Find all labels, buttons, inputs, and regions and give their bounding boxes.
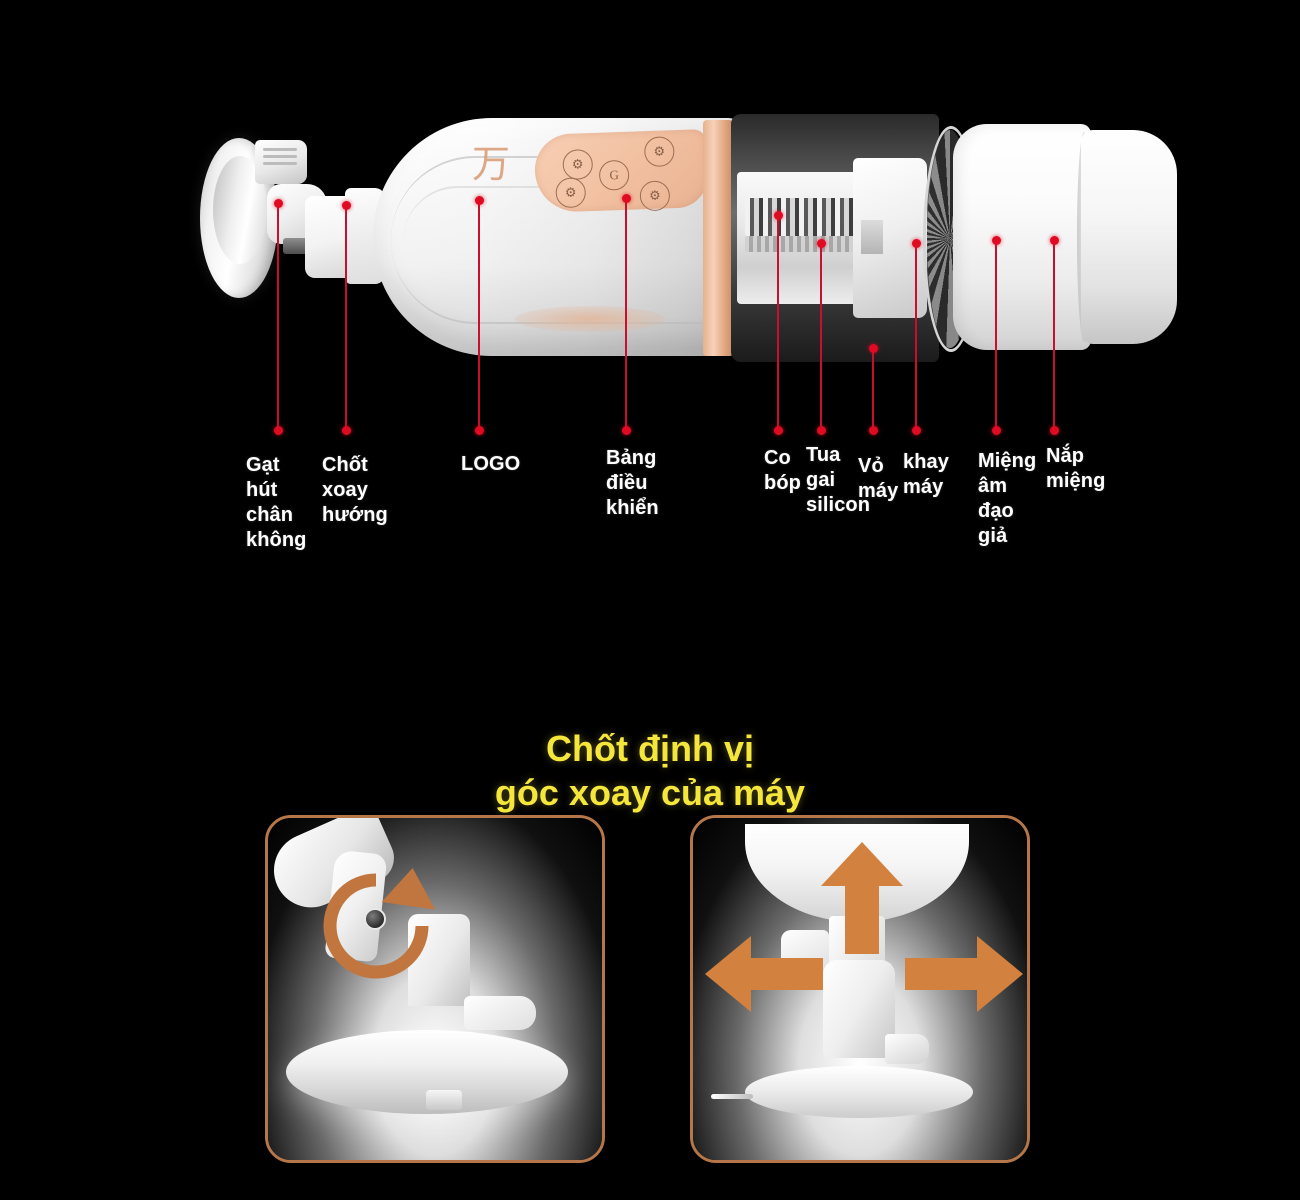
callout-label-chot-xoay-huong: Chốt xoay hướng: [322, 454, 388, 526]
leader-line-mieng-am-dao-gia: [995, 240, 997, 430]
callout-label-nap-mieng: Nắp miệng: [1046, 445, 1106, 492]
control-button-2[interactable]: ⚙: [555, 177, 587, 209]
mount-base-disc: [745, 1066, 973, 1118]
control-button-power[interactable]: G: [598, 159, 630, 191]
leader-dot-bottom-gat-hut-chan-khong: [273, 426, 283, 435]
leader-line-nap-mieng: [1053, 240, 1055, 430]
callout-label-logo: LOGO: [461, 453, 521, 475]
outer-sleeve: [953, 124, 1091, 350]
leader-dot-top-vo-may: [868, 344, 878, 353]
callout-label-khay-may: khay máy: [903, 451, 949, 498]
motor-notch: [861, 220, 883, 254]
leader-line-tua-gai-silicon: [820, 243, 822, 430]
leader-dot-top-chot-xoay-huong: [341, 201, 351, 210]
parts-callout-diagram: 万 ⚙ ⚙ G ⚙ ⚙ Gạt hút châ: [185, 110, 1177, 551]
vacuum-release-lever: [255, 140, 307, 184]
leader-dot-bottom-mieng-am-dao-gia: [991, 426, 1001, 435]
leader-line-bang-dieu-khien: [625, 198, 627, 430]
control-button-5[interactable]: ⚙: [639, 180, 671, 212]
control-button-1[interactable]: ⚙: [562, 148, 594, 181]
body-highlight: [515, 306, 665, 332]
rotation-lock-section: Chốt định vị góc xoay của máy: [0, 700, 1300, 1200]
callout-label-mieng-am-dao-gia: Miệng âm đạo giả: [978, 450, 1037, 547]
end-cap: [1081, 130, 1177, 344]
leader-line-co-bop: [777, 215, 779, 430]
callout-label-gat-hut-chan-khong: Gạt hút chân không: [246, 454, 307, 551]
rose-gold-ring: [703, 120, 733, 356]
silicone-spine-texture: [745, 198, 859, 236]
leader-dot-bottom-chot-xoay-huong: [341, 426, 351, 435]
leader-dot-bottom-tua-gai-silicon: [816, 426, 826, 435]
mount-body: [823, 960, 895, 1058]
leader-line-khay-may: [915, 243, 917, 430]
arrow-right-icon: [905, 936, 1023, 1012]
control-button-4[interactable]: ⚙: [643, 136, 675, 168]
leader-dot-top-nap-mieng: [1049, 236, 1059, 245]
leader-dot-bottom-vo-may: [868, 426, 878, 435]
direction-photo-frame: [690, 815, 1030, 1163]
release-pin: [711, 1094, 753, 1099]
leader-dot-bottom-nap-mieng: [1049, 426, 1059, 435]
leader-dot-top-tua-gai-silicon: [816, 239, 826, 248]
callout-label-co-bop: Co bóp: [764, 447, 801, 494]
leader-line-logo: [478, 200, 480, 430]
leader-line-vo-may: [872, 348, 874, 430]
leader-dot-bottom-logo: [474, 426, 484, 435]
rotation-photo-frame: [265, 815, 605, 1163]
leader-dot-bottom-co-bop: [773, 426, 783, 435]
arrow-up-icon: [821, 842, 903, 954]
leader-line-chot-xoay-huong: [345, 205, 347, 430]
callout-label-bang-dieu-khien: Bảng điều khiển: [606, 447, 659, 519]
arrow-left-icon: [705, 936, 823, 1012]
leader-dot-bottom-khay-may: [911, 426, 921, 435]
pivot-screw: [364, 908, 386, 930]
leader-dot-bottom-bang-dieu-khien: [621, 426, 631, 435]
product-cutaway-illustration: 万 ⚙ ⚙ G ⚙ ⚙: [185, 110, 1177, 370]
mount-lock-lever: [885, 1034, 929, 1064]
leader-line-gat-hut-chan-khong: [277, 203, 279, 430]
mount-base-tab: [426, 1090, 462, 1110]
control-panel: ⚙ ⚙ G ⚙ ⚙: [533, 129, 709, 213]
brand-logo-icon: 万: [471, 144, 510, 186]
leader-dot-top-bang-dieu-khien: [621, 194, 631, 203]
silicone-spine-texture-secondary: [745, 236, 859, 252]
leader-dot-top-logo: [474, 196, 484, 205]
leader-dot-top-co-bop: [773, 211, 783, 220]
mount-lock-lever: [464, 996, 536, 1030]
leader-dot-top-gat-hut-chan-khong: [273, 199, 283, 208]
leader-dot-top-mieng-am-dao-gia: [991, 236, 1001, 245]
section-title: Chốt định vị góc xoay của máy: [494, 728, 806, 813]
callout-label-vo-may: Vỏ máy: [858, 455, 899, 502]
callout-label-tua-gai-silicon: Tua gai silicon: [806, 444, 871, 516]
rotation-arrow-icon: [323, 868, 436, 979]
leader-dot-top-khay-may: [911, 239, 921, 248]
